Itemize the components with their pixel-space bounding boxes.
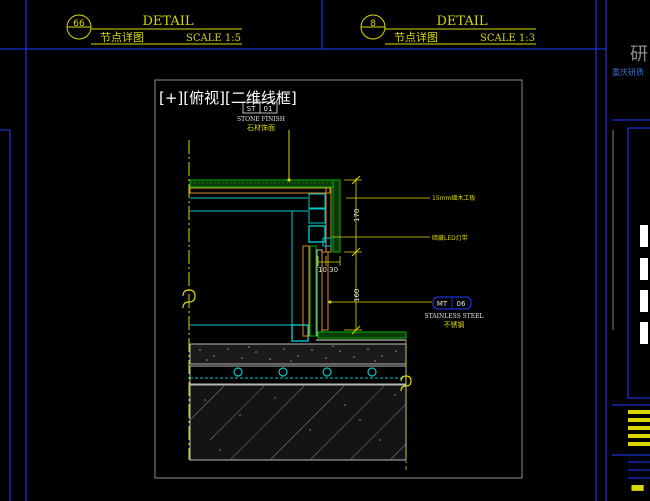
metal-label-cn: 不锈钢 xyxy=(444,320,465,329)
detail-scale: SCALE 1:3 xyxy=(480,33,535,44)
detail-subtitle: 节点详图 xyxy=(394,30,438,44)
detail-subtitle: 节点详图 xyxy=(100,30,144,44)
stone-tag-code: ST xyxy=(247,105,256,113)
annotations: ST 01 STONE FINISH 石材饰面 15mm细木工板 暗藏LED灯带… xyxy=(237,101,484,329)
stone-tag-number: 01 xyxy=(264,105,273,113)
note-plywood: 15mm细木工板 xyxy=(432,194,475,202)
detail-number: 8 xyxy=(370,19,376,29)
visual-style-button[interactable]: [二维线框] xyxy=(225,89,297,107)
title-block-8: 8 DETAIL 节点详图 SCALE 1:3 xyxy=(360,14,536,45)
svg-text:▬: ▬ xyxy=(630,477,645,496)
metal-tag-number: 06 xyxy=(457,300,466,308)
dimension-10-30: 10 30 xyxy=(318,266,338,274)
dimension-160: 160 xyxy=(353,289,361,302)
break-symbol-icon xyxy=(400,375,412,392)
detail-scale: SCALE 1:5 xyxy=(186,33,241,44)
detail-number: 66 xyxy=(73,19,85,29)
detail-title: DETAIL xyxy=(436,14,487,29)
viewport-controls[interactable]: [+][俯视][二维线框] xyxy=(159,87,297,108)
metal-label-en: STAINLESS STEEL xyxy=(425,313,484,320)
sheet-side-panel: 研 重庆研质 ▬ xyxy=(612,44,650,496)
sheet-frame xyxy=(0,0,607,501)
note-led-strip: 暗藏LED灯带 xyxy=(432,234,468,242)
company-logo-char: 研 xyxy=(630,44,648,65)
title-block-66: 66 DETAIL 节点详图 SCALE 1:5 xyxy=(66,14,242,45)
company-name: 重庆研质 xyxy=(612,67,644,77)
stone-label-en: STONE FINISH xyxy=(237,116,285,123)
detail-drawing xyxy=(182,130,432,470)
metal-tag-code: MT xyxy=(437,300,448,308)
viewport-frame[interactable] xyxy=(154,79,523,479)
view-direction-button[interactable]: [俯视] xyxy=(183,89,225,107)
viewport-menu-button[interactable]: [+] xyxy=(159,89,184,107)
detail-title: DETAIL xyxy=(142,14,193,29)
stone-label-cn: 石材饰面 xyxy=(247,123,275,132)
dimension-170: 170 xyxy=(353,209,361,222)
break-symbol-icon xyxy=(182,289,196,309)
